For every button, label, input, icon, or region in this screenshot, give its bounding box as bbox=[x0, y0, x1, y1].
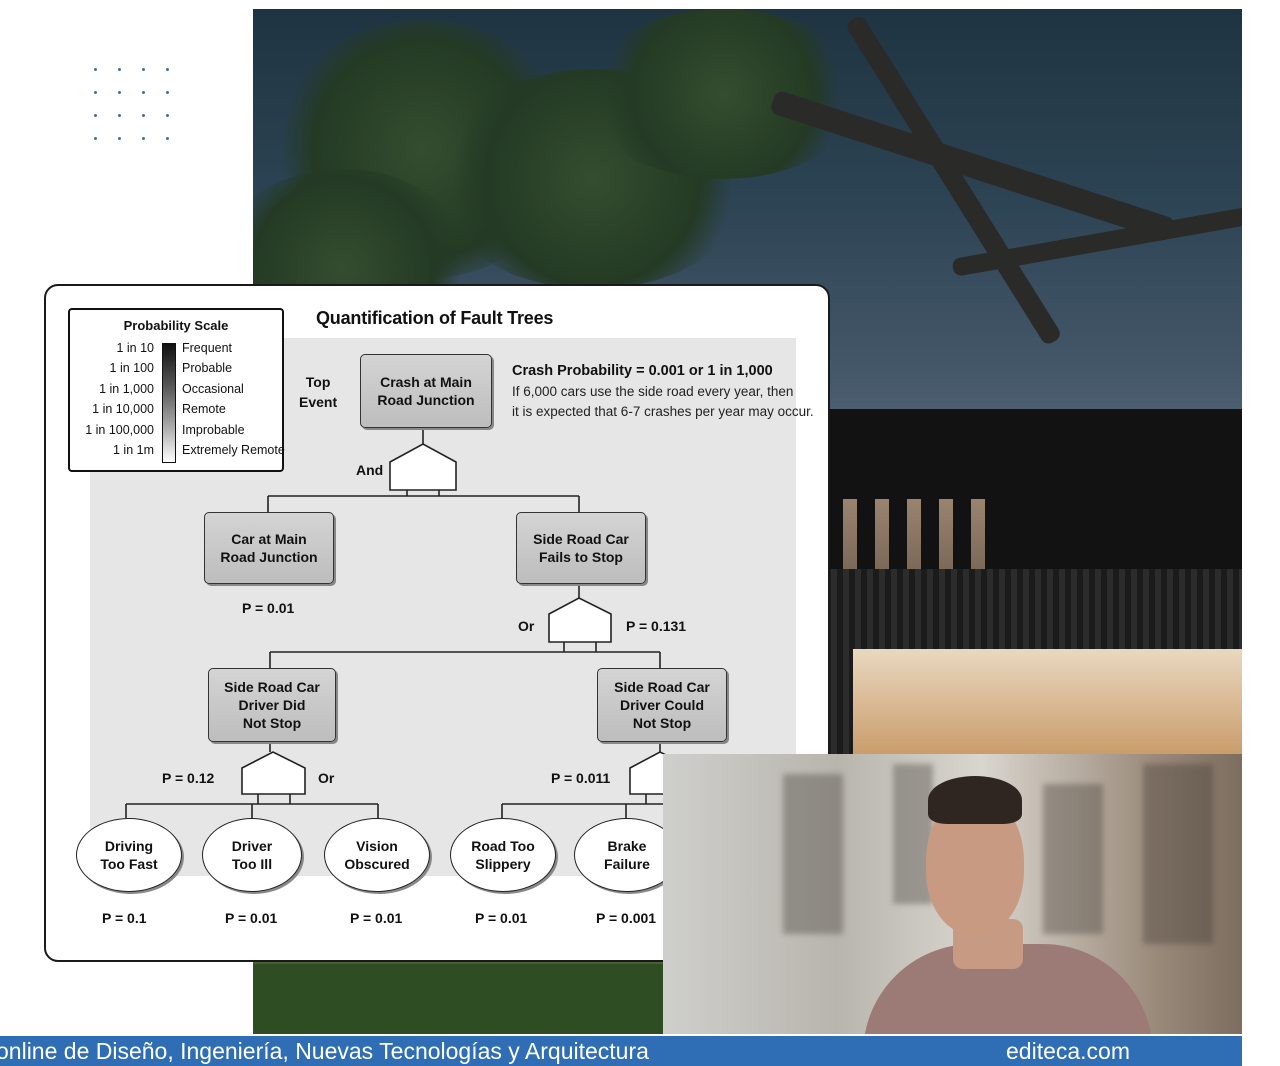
legend-row: 1 in 1,000 Occasional bbox=[70, 382, 282, 402]
decorative-dot bbox=[94, 91, 97, 94]
background-photo bbox=[253, 9, 1242, 1034]
bookshelf bbox=[1043, 784, 1103, 934]
decorative-dot bbox=[94, 137, 97, 140]
top-event-label: Top Event bbox=[299, 374, 338, 410]
decorative-dot bbox=[142, 91, 145, 94]
side-road-fails-probability: P = 0.131 bbox=[626, 618, 687, 634]
note-line: it is expected that 6-7 crashes per year… bbox=[512, 404, 814, 419]
legend-name: Probable bbox=[182, 361, 233, 375]
decorative-dot bbox=[166, 114, 169, 117]
car-at-junction-box: Car at Main Road Junction bbox=[204, 512, 334, 584]
legend-row: 1 in 10,000 Remote bbox=[70, 402, 282, 422]
leaf-probability: P = 0.01 bbox=[350, 910, 403, 926]
probability-scale-legend: Probability Scale 1 in 10 Frequent 1 in … bbox=[68, 308, 285, 472]
top-event-box: Crash at Main Road Junction bbox=[360, 354, 492, 428]
presenter-webcam-video bbox=[663, 754, 1242, 1034]
legend-name: Occasional bbox=[182, 382, 244, 396]
legend-name: Remote bbox=[182, 402, 226, 416]
legend-row: 1 in 100 Probable bbox=[70, 361, 282, 381]
or-gate-label: Or bbox=[518, 618, 535, 634]
decorative-dot bbox=[166, 68, 169, 71]
driver-did-not-stop-box: Side Road Car Driver Did Not Stop bbox=[208, 668, 336, 742]
or-gate-label: Or bbox=[318, 770, 335, 786]
decorative-dot bbox=[94, 114, 97, 117]
driver-could-not-stop-box: Side Road Car Driver Could Not Stop bbox=[597, 668, 727, 742]
leaf-event-vision-obscured: Vision Obscured bbox=[324, 818, 430, 892]
decorative-dot bbox=[142, 114, 145, 117]
decorative-dot-grid bbox=[90, 64, 180, 144]
leaf-event-driver-too-ill: Driver Too Ill bbox=[202, 818, 302, 892]
leaf-probability: P = 0.01 bbox=[225, 910, 278, 926]
bookshelf bbox=[783, 774, 843, 934]
legend-title: Probability Scale bbox=[123, 318, 229, 333]
legend-value: 1 in 1m bbox=[113, 443, 154, 457]
leaf-event-brake-failure: Brake Failure bbox=[574, 818, 680, 892]
side-road-fails-box: Side Road Car Fails to Stop bbox=[516, 512, 646, 584]
legend-value: 1 in 10,000 bbox=[92, 402, 154, 416]
decorative-dot bbox=[118, 68, 121, 71]
legend-value: 1 in 100 bbox=[109, 361, 154, 375]
decorative-dot bbox=[118, 91, 121, 94]
driver-could-not-stop-probability: P = 0.011 bbox=[551, 770, 611, 786]
and-gate-label: And bbox=[356, 462, 384, 478]
legend-name: Extremely Remote bbox=[182, 443, 285, 457]
leaf-probability: P = 0.01 bbox=[475, 910, 528, 926]
footer-site-link[interactable]: editeca.com bbox=[1006, 1038, 1131, 1064]
legend-name: Frequent bbox=[182, 341, 233, 355]
legend-value: 1 in 10 bbox=[116, 341, 154, 355]
tree-foliage bbox=[583, 9, 863, 179]
decorative-dot bbox=[166, 137, 169, 140]
decorative-dot bbox=[142, 137, 145, 140]
leaf-probability: P = 0.1 bbox=[102, 910, 147, 926]
decorative-dot bbox=[94, 68, 97, 71]
diagram-title: Quantification of Fault Trees bbox=[316, 308, 554, 328]
legend-row: 1 in 1m Extremely Remote bbox=[70, 443, 285, 463]
legend-value: 1 in 100,000 bbox=[85, 423, 154, 437]
driver-did-not-stop-probability: P = 0.12 bbox=[162, 770, 215, 786]
car-at-junction-probability: P = 0.01 bbox=[242, 600, 295, 616]
leaf-probability: P = 0.001 bbox=[596, 910, 657, 926]
presenter-hair bbox=[928, 776, 1022, 824]
footer-banner: online de Diseño, Ingeniería, Nuevas Tec… bbox=[0, 1036, 1242, 1066]
decorative-dot bbox=[118, 114, 121, 117]
leaf-event-road-too-slippery: Road Too Slippery bbox=[450, 818, 556, 892]
decorative-dot bbox=[142, 68, 145, 71]
leaf-event-driving-too-fast: Driving Too Fast bbox=[76, 818, 182, 892]
legend-value: 1 in 1,000 bbox=[99, 382, 154, 396]
legend-name: Improbable bbox=[182, 423, 245, 437]
probability-gradient-bar bbox=[162, 343, 176, 463]
fault-tree-diagram: Probability Scale 1 in 10 Frequent 1 in … bbox=[44, 284, 830, 962]
lit-interior bbox=[853, 649, 1242, 759]
footer-tagline: online de Diseño, Ingeniería, Nuevas Tec… bbox=[0, 1038, 649, 1064]
decorative-dot bbox=[166, 91, 169, 94]
legend-row: 1 in 10 Frequent bbox=[70, 341, 282, 361]
legend-row: 1 in 100,000 Improbable bbox=[70, 423, 282, 443]
crash-probability-text: Crash Probability = 0.001 or 1 in 1,000 bbox=[512, 363, 773, 379]
note-line: If 6,000 cars use the side road every ye… bbox=[512, 384, 794, 399]
bookshelf bbox=[1143, 764, 1213, 944]
decorative-dot bbox=[118, 137, 121, 140]
